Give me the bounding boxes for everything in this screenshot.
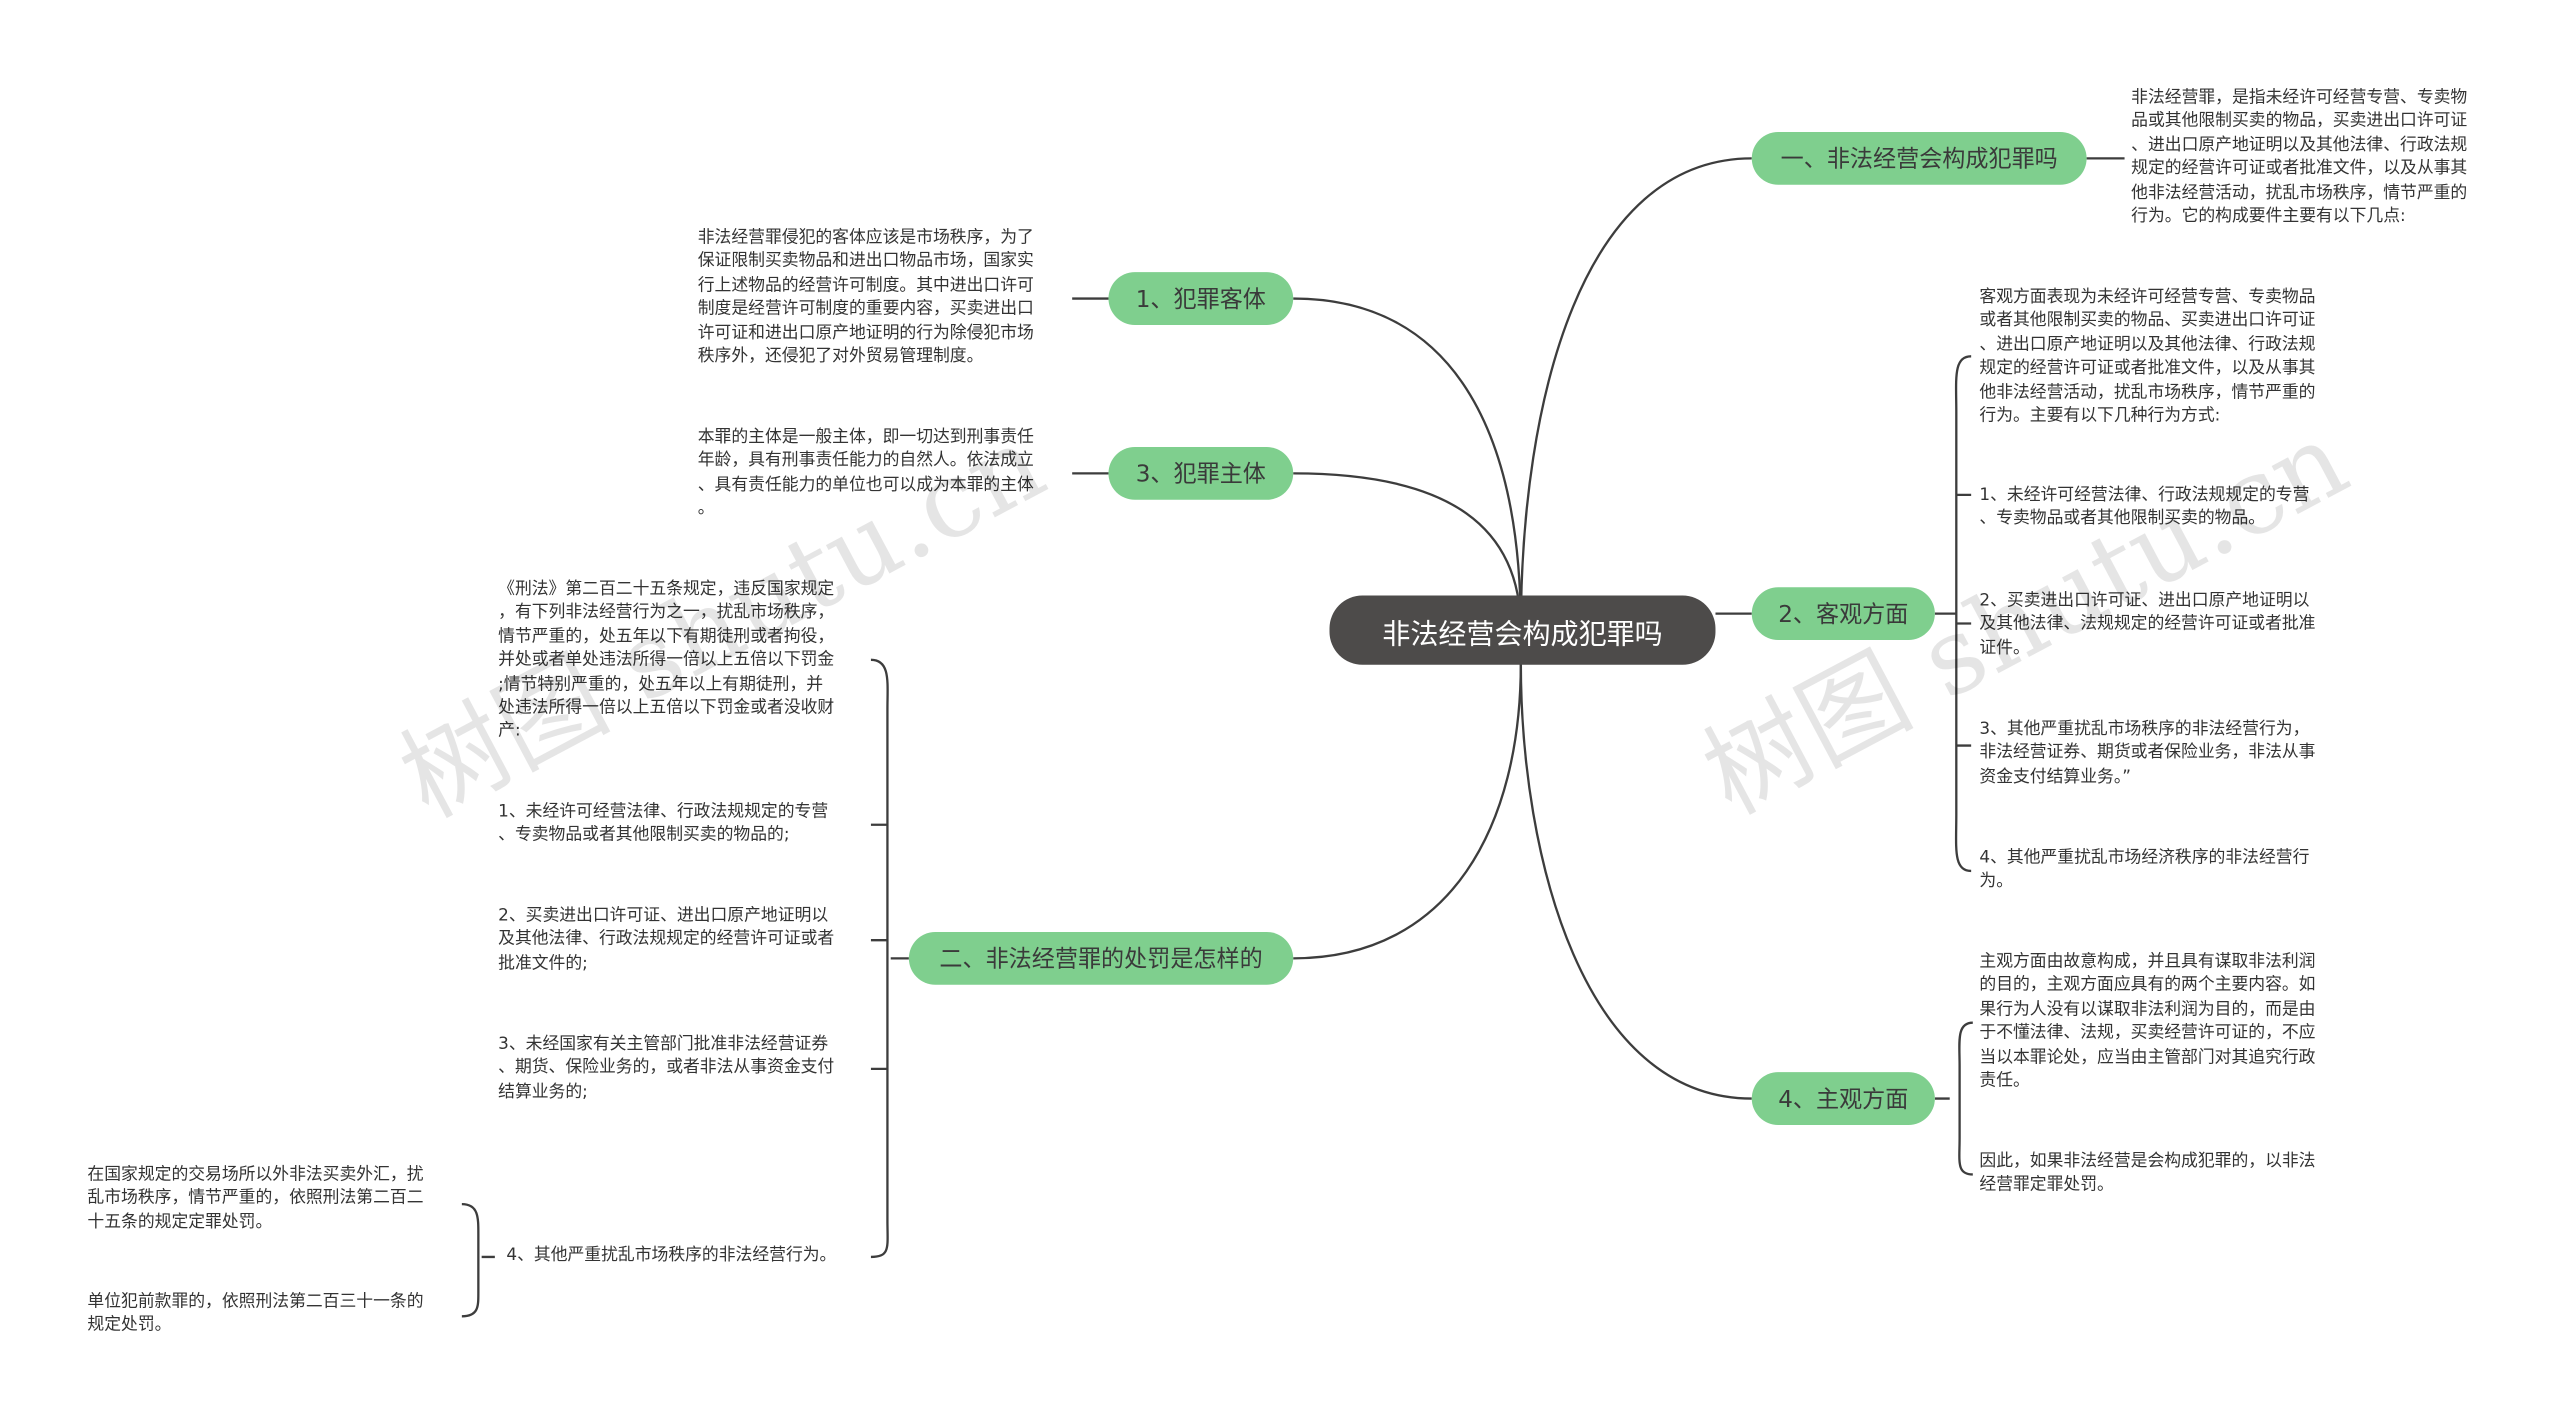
leaf-text: 4、其他严重扰乱市场秩序的非法经营行为。 [506,1247,837,1266]
branch-label: 一、非法经营会构成犯罪吗 [1780,146,2058,174]
leaf-text: 主观方面由故意构成，并且具有谋取非法利润 的目的，主观方面应具有的两个主要内容。… [1979,953,2316,1091]
branch-label: 3、犯罪主体 [1135,461,1266,489]
leaf-text: 1、未经许可经营法律、行政法规规定的专营 、专卖物品或者其他限制买卖的物品。 [1979,486,2310,529]
branch-label: 1、犯罪客体 [1135,287,1266,314]
branch-punishment[interactable]: 二、非法经营罪的处罚是怎样的 [908,931,1294,985]
link-root-b6 [1519,663,1752,1100]
leaf-text: 非法经营罪侵犯的客体应该是市场秩序，为了 保证限制买卖物品和进出口物品市场，国家… [697,229,1034,367]
leaf-text: 在国家规定的交易场所以外非法买卖外汇，扰 乱市场秩序，情节严重的，依照刑法第二百… [87,1166,424,1232]
root-topic-label: 非法经营会构成犯罪吗 [1382,617,1663,651]
branch-is-crime[interactable]: 一、非法经营会构成犯罪吗 [1751,131,2087,185]
leaf-text: 2、买卖进出口许可证、进出口原产地证明以 及其他法律、行政法规规定的经营许可证或… [498,907,835,973]
link-b5e-bracket [461,1202,495,1318]
link-b6-bracket [1934,1021,1973,1176]
branch-crime-object[interactable]: 1、犯罪客体 [1108,272,1294,325]
branch-crime-subject[interactable]: 3、犯罪主体 [1108,447,1294,500]
branch-label: 2、客观方面 [1778,602,1909,629]
leaf-text: 本罪的主体是一般主体，即一切达到刑事责任 年龄，具有刑事责任能力的自然人。依法成… [697,428,1034,519]
root-topic[interactable]: 非法经营会构成犯罪吗 [1329,595,1716,665]
leaf-text: 非法经营罪，是指未经许可经营专营、专卖物 品或其他限制买卖的物品，买卖进出口许可… [2131,89,2468,227]
branch-label: 二、非法经营罪的处罚是怎样的 [939,946,1263,974]
leaf-text: 因此，如果非法经营是会构成犯罪的，以非法 经营罪定罪处罚。 [1979,1153,2316,1195]
link-root-b2 [1293,297,1522,631]
leaf-text: 3、未经国家有关主管部门批准非法经营证券 、期货、保险业务的，或者非法从事资金支… [498,1035,835,1102]
leaf-text: 客观方面表现为未经许可经营专营、专卖物品 或者其他限制买卖的物品、买卖进出口许可… [1979,288,2316,426]
branch-subjective-aspect[interactable]: 4、主观方面 [1751,1072,1935,1125]
branch-objective-aspect[interactable]: 2、客观方面 [1751,587,1935,641]
leaf-text: 单位犯前款罪的，依照刑法第二百三十一条的 规定处罚。 [87,1293,424,1336]
link-root-b3 [1293,472,1522,631]
leaf-text: 3、其他严重扰乱市场秩序的非法经营行为， 非法经营证券、期货或者保险业务，非法从… [1979,720,2316,787]
leaf-text: 1、未经许可经营法律、行政法规规定的专营 、专卖物品或者其他限制买卖的物品的; [498,803,829,846]
link-b5-bracket [870,658,909,1259]
link-root-b5 [1293,663,1522,960]
leaf-text: 2、买卖进出口许可证、进出口原产地证明以 及其他法律、法规规定的经营许可证或者批… [1979,592,2316,658]
link-b4-bracket [1934,355,1972,873]
leaf-text: 《刑法》第二百二十五条规定，违反国家规定 ，有下列非法经营行为之一，扰乱市场秩序… [498,580,835,742]
leaf-text: 4、其他严重扰乱市场经济秩序的非法经营行 为。 [1979,849,2310,892]
branch-label: 4、主观方面 [1778,1087,1909,1114]
link-root-b1 [1519,157,1752,631]
